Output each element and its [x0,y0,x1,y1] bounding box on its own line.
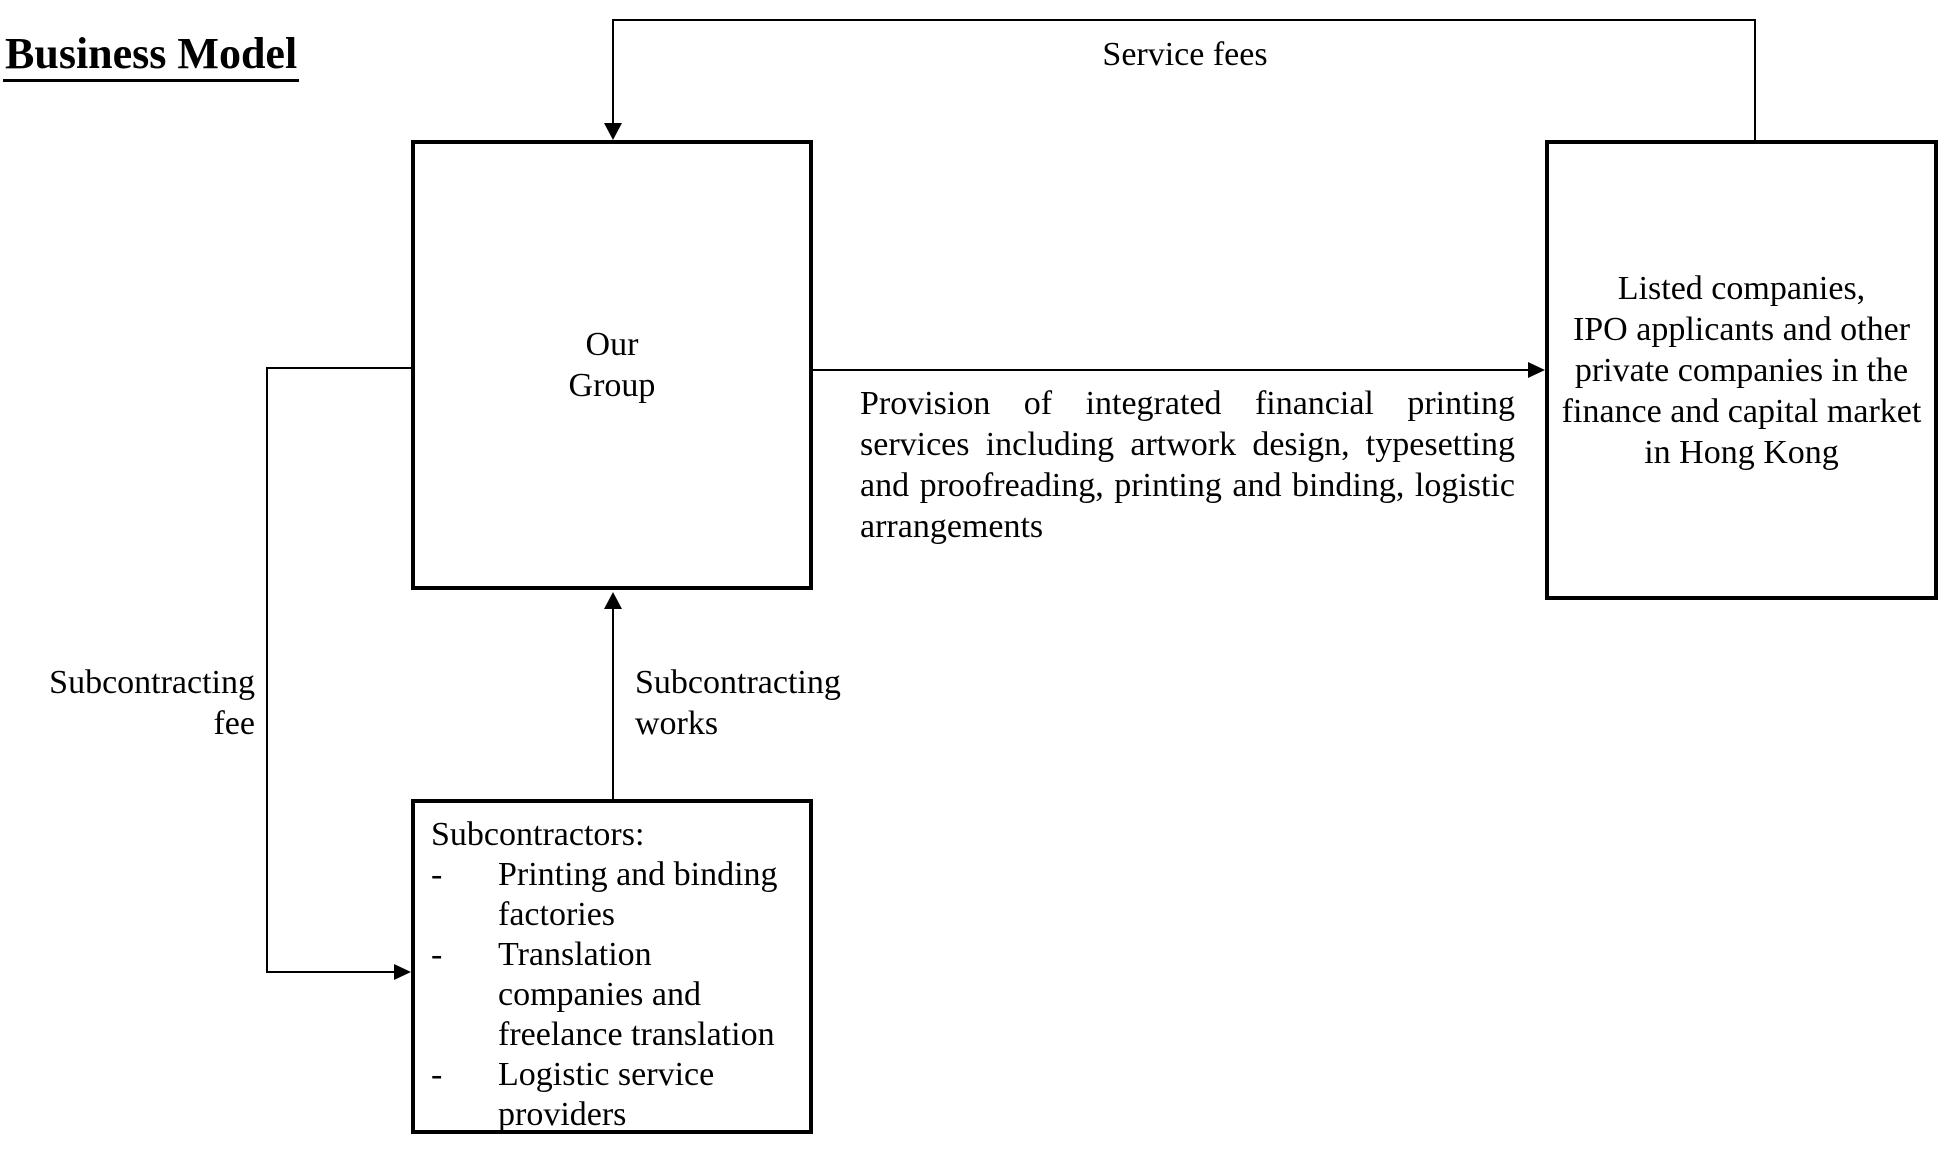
clients-label-line: private companies in the [1574,351,1909,389]
subcontracting-works-label: Subcontracting works [635,662,841,744]
service-fees-connector-left-vertical [612,19,614,124]
subcontracting-fee-label-line: Subcontracting [49,664,255,701]
subcontracting-fee-label: Subcontracting fee [40,662,255,744]
subcontracting-works-label-line: Subcontracting [635,664,841,701]
our-group-box: Our Group [411,140,813,590]
subcontractor-item-text: Translation companies and freelance tran… [498,936,775,1053]
arrowhead-up-icon [604,592,622,609]
subcontractors-box: Subcontractors: - Printing and binding f… [411,799,813,1134]
our-group-label-line: Our [585,326,639,363]
bullet-dash: - [431,1056,443,1093]
subcontractor-item-text: Printing and binding factories [498,856,778,933]
page-title: Business Model [3,30,300,82]
clients-label-line: Listed companies, [1617,269,1866,307]
bullet-dash: - [431,856,443,893]
provision-label-line: Provision of integrated financial printi… [860,385,1515,422]
provision-label-line: services including artwork design, types… [860,426,1515,463]
provision-label-line: and proofreading, printing and binding, … [860,467,1515,504]
provision-connector-horizontal [813,369,1530,371]
subcontractor-item: - Logistic service providers [431,1055,799,1135]
subcontractor-item-text: Logistic service providers [498,1056,715,1133]
service-fees-connector-horizontal [612,19,1756,21]
arrowhead-down-icon [604,123,622,140]
clients-label-line: IPO applicants and other [1572,310,1911,348]
service-fees-connector-right-vertical [1754,19,1756,140]
subcontractor-item: - Printing and binding factories [431,855,799,935]
clients-label-line: finance and capital market [1561,392,1922,430]
provision-label-line: arrangements [860,508,1044,545]
clients-box: Listed companies, IPO applicants and oth… [1545,140,1938,600]
arrowhead-right-icon [1528,362,1545,378]
subcontractors-heading: Subcontractors: [431,816,645,853]
subcontracting-fee-connector-bottom-horizontal [267,971,395,973]
arrowhead-right-icon [394,964,411,980]
service-fees-label: Service fees [1102,36,1268,73]
subcontracting-fee-connector-vertical [266,367,268,973]
subcontracting-fee-label-line: fee [213,705,255,742]
subcontracting-fee-connector-top-horizontal [267,367,413,369]
bullet-dash: - [431,936,443,973]
clients-label-line: in Hong Kong [1644,433,1839,471]
subcontracting-works-label-line: works [635,705,719,742]
our-group-label-line: Group [568,367,656,404]
subcontractor-item: - Translation companies and freelance tr… [431,935,799,1055]
provision-label: Provision of integrated financial printi… [860,383,1515,547]
subcontracting-works-connector-vertical [612,607,614,799]
